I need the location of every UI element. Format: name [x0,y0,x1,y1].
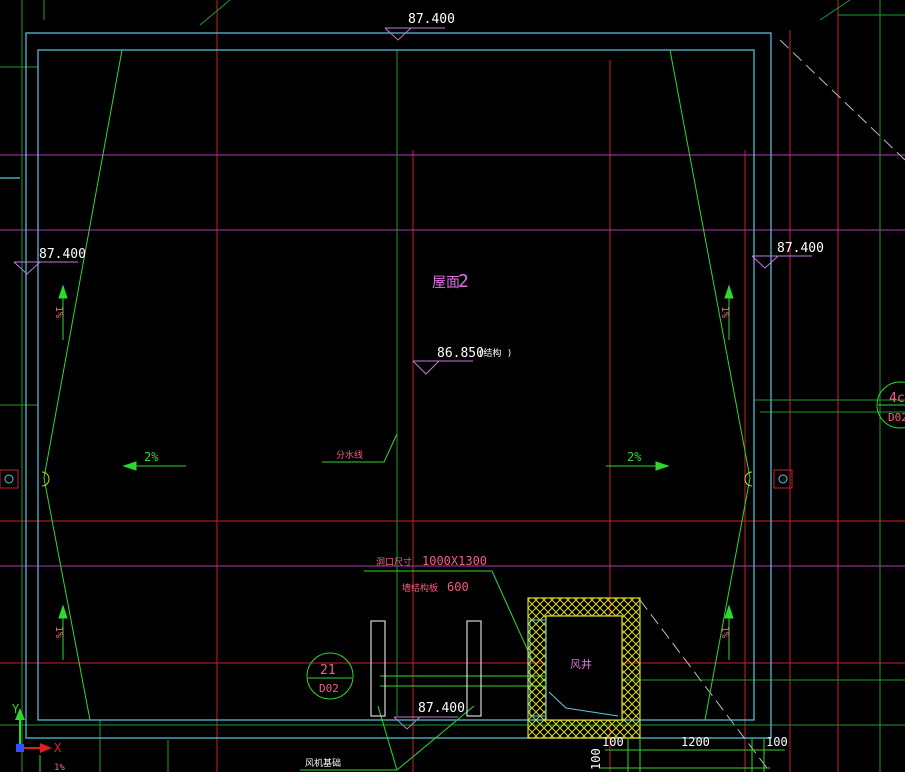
drain-left-circle [4,474,14,484]
dim-text-1: 100 [602,735,624,749]
slope-v2-text: 1% [53,626,64,638]
arrow-left-head [122,461,137,471]
ridge-right [669,49,751,721]
slope-left-text: 2% [144,450,159,464]
dashed-lines [639,39,905,772]
drain-left-hook [41,471,50,487]
drain-right-circle [778,474,788,484]
fan-base-left [370,620,386,717]
ridge-left [43,49,123,721]
detail-marks [306,381,905,700]
shaft-damper [548,691,619,717]
drain-right-box [773,469,793,489]
arrow-right-head [655,461,670,471]
slope-arrows [39,284,734,772]
arrow-v2-head [58,604,68,619]
wall-outer [25,32,772,739]
ridge-label: 分水线 [336,449,363,461]
elev-center-note: (结构 ) [478,347,512,359]
slope-lines [43,49,751,771]
elev-right-text: 87.400 [777,241,824,256]
elev-left-text: 87.400 [39,247,86,262]
drain-right-hook [744,471,753,487]
ucs-origin [16,744,24,752]
wall-inner [37,49,755,721]
ucs-x-label: X [54,741,62,755]
slope-v4-text: 1% [719,626,730,638]
fan-label: 风机基础 [305,757,341,769]
slope-v5-text: 1% [54,763,65,772]
dashed-diag-top [779,39,905,161]
room-number: 2 [458,271,469,292]
air-shaft [527,597,641,739]
elev-center-text: 86.850 [437,346,484,361]
room-name: 屋面 [432,275,460,291]
elev-bottom-text: 87.400 [418,701,465,716]
elevation-markers [13,27,812,730]
shaft-cyan-frame [529,619,547,717]
detail-left-num: 21 [320,663,336,678]
dim-text-3: 100 [766,735,788,749]
elev-marker-top [384,27,445,41]
opening-leader-d [491,570,534,663]
fan-foundations [370,620,482,717]
shaft-label: 风井 [570,657,592,671]
detail-circle-left [306,652,354,700]
slope-v3-text: 1% [719,306,730,318]
dim-text-2: 1200 [681,735,710,749]
ucs-y-label: Y [12,702,20,716]
opening-label: 洞口尺寸 [376,556,412,568]
shaft-inner [545,615,623,721]
text-layer: 87.400 87.400 87.400 86.850 (结构 ) 87.400… [12,12,905,772]
elev-marker-right [751,255,812,269]
drain-left-box [0,469,19,489]
slab-label: 墙结构板 [402,582,438,594]
dim-text-4: 100 [589,748,603,770]
arrow-v4-head [724,604,734,619]
parapet-walls [0,32,772,739]
ucs-y-arrow [15,708,25,720]
elev-marker-bottom [393,716,458,730]
arrow-v1-head [58,284,68,299]
detail-left-sheet: D02 [319,682,339,695]
arrow-v3-head [724,284,734,299]
ucs-x-arrow [40,743,52,753]
elev-top-text: 87.400 [408,12,455,27]
fan-leader-d1 [377,705,398,771]
detail-right-sheet: D02 [888,411,905,424]
grid-green-diag1 [199,0,231,26]
ucs-icon [15,708,52,753]
detail-right-num: 4c [889,391,905,406]
fan-leader-d2 [396,705,475,771]
detail-circle-right [876,381,905,429]
slope-right-text: 2% [627,450,642,464]
drain-markers [0,469,793,489]
slope-v1-text: 1% [53,306,64,318]
elev-marker-center [412,360,473,375]
ridge-leader [322,433,398,463]
elev-marker-left [13,261,78,275]
fan-base-right [466,620,482,717]
opening-size: 1000X1300 [422,554,487,568]
dimension-lines [600,738,785,772]
grid-green-diag2 [819,0,851,21]
slab-value: 600 [447,580,469,594]
